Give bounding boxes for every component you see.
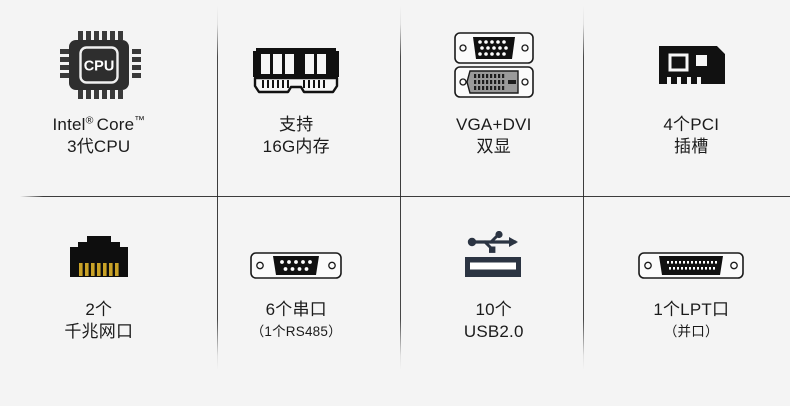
rj45-ethernet-icon <box>64 231 134 283</box>
column-divider-2 <box>400 6 401 370</box>
column-divider-1 <box>217 6 218 370</box>
feature-label-usb: 10个 USB2.0 <box>464 299 524 344</box>
vga-dvi-port-icon <box>446 28 542 102</box>
feature-label-memory: 支持 16G内存 <box>263 114 330 159</box>
row-divider <box>20 196 790 197</box>
pci-card-icon <box>653 28 730 102</box>
ram-module-icon <box>248 28 344 102</box>
feature-line2-pci: 插槽 <box>674 137 709 157</box>
feature-cell-memory: 支持 16G内存 <box>198 0 396 196</box>
feature-label-lpt: 1个LPT口 （并口） <box>653 299 729 341</box>
feature-line1-serial: 6个串口 <box>265 300 327 319</box>
feature-label-display: VGA+DVI 双显 <box>456 114 532 159</box>
feature-line1-usb: 10个 <box>475 300 512 319</box>
lpt-parallel-port-icon <box>635 231 747 283</box>
feature-cell-lan: 2个 千兆网口 <box>0 197 198 377</box>
feature-cell-cpu: CPU Intel®Core™ 3代CPU <box>0 0 198 196</box>
usb-port-icon <box>459 231 529 283</box>
feature-line2-cpu: 3代CPU <box>67 137 131 157</box>
db9-serial-port-icon <box>247 231 345 283</box>
feature-row-top: CPU Intel®Core™ 3代CPU <box>0 0 790 196</box>
column-divider-3 <box>583 6 584 370</box>
feature-line2-lan: 千兆网口 <box>64 322 134 342</box>
feature-cell-pci: 4个PCI 插槽 <box>593 0 790 196</box>
feature-line1-lan: 2个 <box>85 300 113 319</box>
feature-sub-serial: （1个RS485） <box>250 324 342 340</box>
feature-label-pci: 4个PCI 插槽 <box>663 114 719 159</box>
feature-label-lan: 2个 千兆网口 <box>64 299 133 344</box>
feature-line1-pci: 4个PCI <box>663 115 720 134</box>
feature-cell-display: VGA+DVI 双显 <box>395 0 593 196</box>
svg-text:CPU: CPU <box>83 59 114 75</box>
feature-line2-display: 双显 <box>476 137 511 157</box>
feature-cell-serial: 6个串口 （1个RS485） <box>198 197 396 377</box>
feature-row-bottom: 2个 千兆网口 <box>0 197 790 377</box>
feature-sub-lpt: （并口） <box>663 324 719 340</box>
feature-label-serial: 6个串口 （1个RS485） <box>251 299 342 341</box>
feature-line2-memory: 16G内存 <box>262 137 330 157</box>
feature-label-cpu: Intel®Core™ 3代CPU <box>53 114 146 159</box>
cpu-chip-icon: CPU <box>57 28 141 102</box>
feature-line1-display: VGA+DVI <box>455 115 532 134</box>
feature-line1-memory: 支持 <box>279 115 314 134</box>
feature-cell-lpt: 1个LPT口 （并口） <box>593 197 790 377</box>
feature-line2-usb: USB2.0 <box>463 322 524 342</box>
feature-line1-cpu: Intel®Core™ <box>52 114 145 134</box>
feature-line1-lpt: 1个LPT口 <box>653 300 730 319</box>
feature-cell-usb: 10个 USB2.0 <box>395 197 593 377</box>
